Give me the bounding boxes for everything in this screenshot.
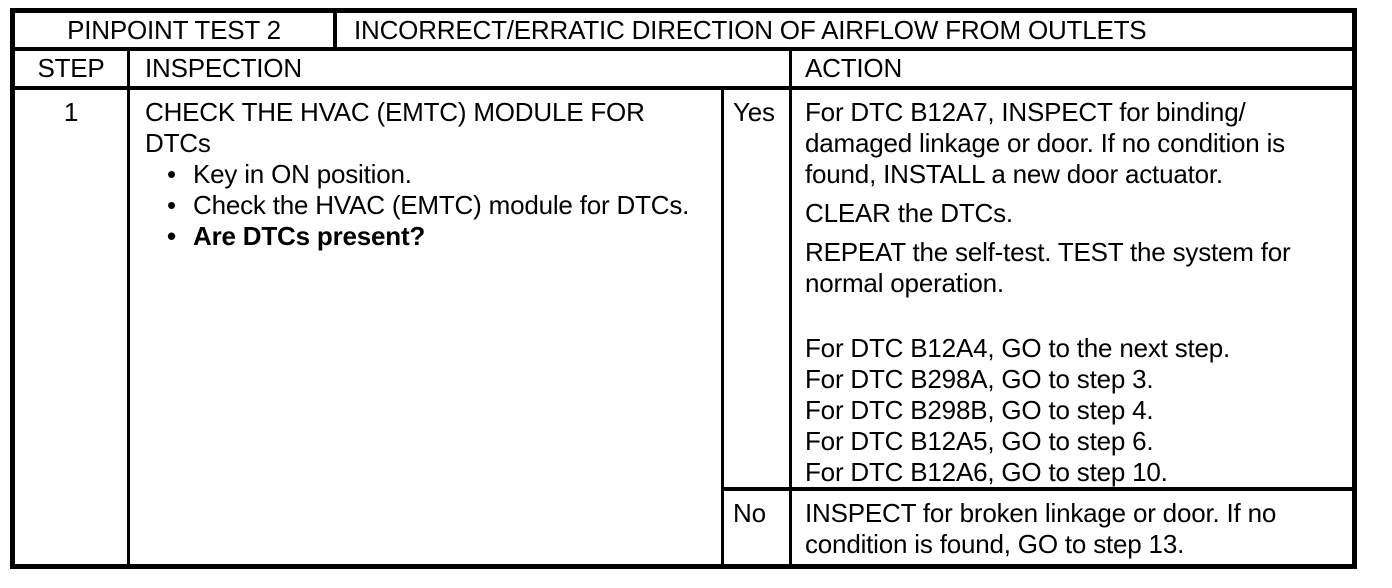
test-number-label: PINPOINT TEST 2 xyxy=(67,14,281,45)
step-number: 1 xyxy=(63,97,79,127)
test-title-cell: INCORRECT/ERRATIC DIRECTION OF AIRFLOW F… xyxy=(337,13,1352,47)
step-column-header: STEP xyxy=(15,51,130,86)
dtc-goto-line: For DTC B298B, GO to step 4. xyxy=(805,395,1154,425)
dtc-goto-line: For DTC B12A6, GO to step 10. xyxy=(805,457,1168,487)
bullet-text-question: Are DTCs present? xyxy=(193,221,426,251)
step-header-label: STEP xyxy=(37,53,105,83)
action-paragraph: REPEAT the self-test. TEST the system fo… xyxy=(805,237,1291,298)
step-number-cell: 1 xyxy=(15,90,130,564)
dtc-goto-line: For DTC B12A5, GO to step 6. xyxy=(805,426,1154,456)
action-cell-yes: For DTC B12A7, INSPECT for binding/ dama… xyxy=(792,90,1352,487)
inspection-heading: CHECK THE HVAC (EMTC) MODULE FOR DTCs xyxy=(145,97,645,158)
action-cell-no: INSPECT for broken linkage or door. If n… xyxy=(792,491,1352,564)
inspection-column-header: INSPECTION xyxy=(130,51,792,86)
verdict-cell-no: No xyxy=(724,491,792,564)
action-paragraph: INSPECT for broken linkage or door. If n… xyxy=(805,498,1277,559)
title-row: PINPOINT TEST 2 INCORRECT/ERRATIC DIRECT… xyxy=(15,13,1352,51)
verdict-no-label: No xyxy=(733,498,766,528)
column-header-row: STEP INSPECTION ACTION xyxy=(15,51,1352,90)
outcome-column: Yes For DTC B12A7, INSPECT for binding/ … xyxy=(724,90,1352,564)
action-header-label: ACTION xyxy=(805,53,903,83)
action-paragraph: For DTC B12A7, INSPECT for binding/ dama… xyxy=(805,97,1285,189)
no-outcome-row: No INSPECT for broken linkage or door. I… xyxy=(724,491,1352,564)
verdict-yes-label: Yes xyxy=(733,97,775,127)
yes-outcome-row: Yes For DTC B12A7, INSPECT for binding/ … xyxy=(724,90,1352,491)
list-item: • Key in ON position. xyxy=(145,159,707,190)
bullet-text: Key in ON position. xyxy=(193,159,412,189)
action-paragraph: CLEAR the DTCs. xyxy=(805,198,1013,228)
test-title-text: INCORRECT/ERRATIC DIRECTION OF AIRFLOW F… xyxy=(354,14,1147,45)
bullet-icon: • xyxy=(167,159,176,189)
dtc-goto-line: For DTC B298A, GO to step 3. xyxy=(805,364,1154,394)
inspection-cell: CHECK THE HVAC (EMTC) MODULE FOR DTCs • … xyxy=(130,90,724,564)
table-row: 1 CHECK THE HVAC (EMTC) MODULE FOR DTCs … xyxy=(15,90,1352,564)
dtc-goto-line: For DTC B12A4, GO to the next step. xyxy=(805,333,1231,363)
pinpoint-test-table: PINPOINT TEST 2 INCORRECT/ERRATIC DIRECT… xyxy=(10,8,1357,569)
bullet-text: Check the HVAC (EMTC) module for DTCs. xyxy=(193,190,690,220)
verdict-cell-yes: Yes xyxy=(724,90,792,487)
list-item: • Are DTCs present? xyxy=(145,221,707,252)
inspection-header-label: INSPECTION xyxy=(145,53,302,83)
test-number-cell: PINPOINT TEST 2 xyxy=(15,13,337,47)
bullet-icon: • xyxy=(167,221,176,251)
list-item: • Check the HVAC (EMTC) module for DTCs. xyxy=(145,190,707,221)
dtc-goto-list: For DTC B12A4, GO to the next step. For … xyxy=(805,333,1332,487)
bullet-icon: • xyxy=(167,190,176,220)
action-column-header: ACTION xyxy=(792,51,1352,86)
